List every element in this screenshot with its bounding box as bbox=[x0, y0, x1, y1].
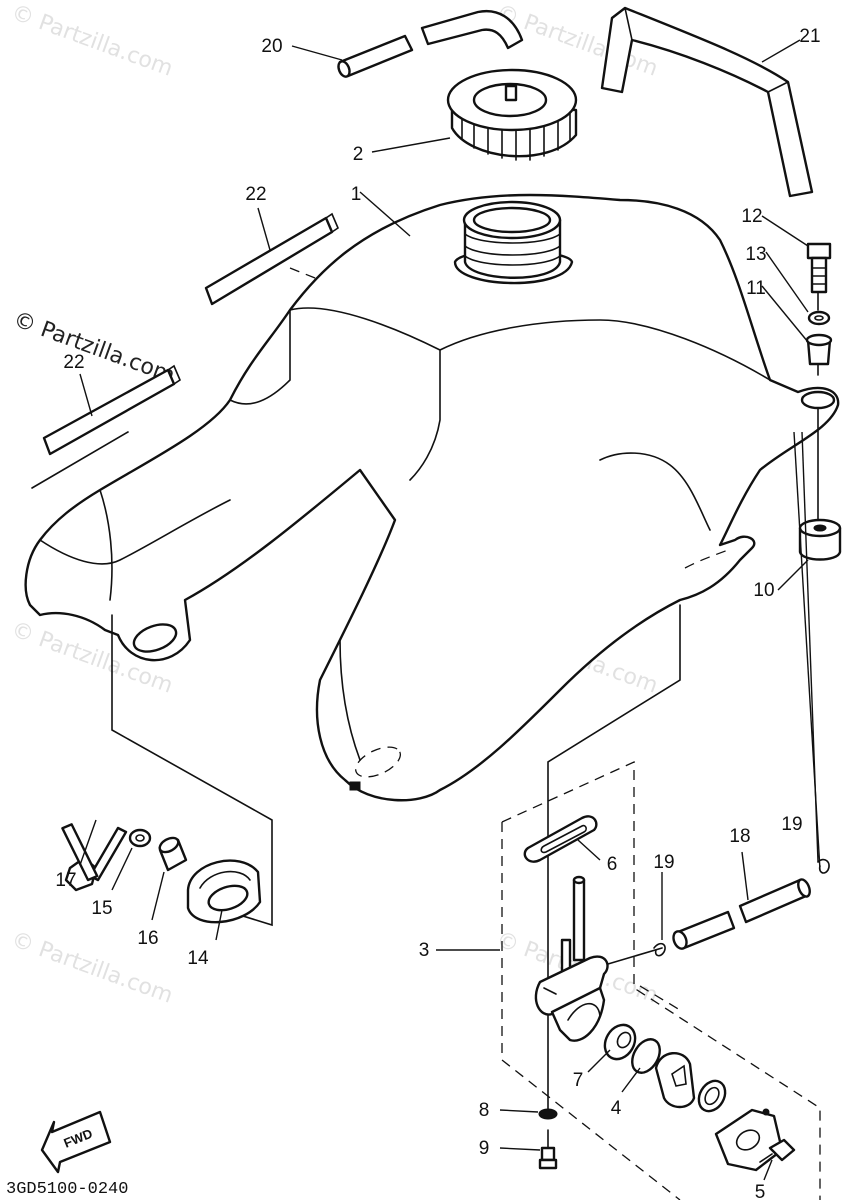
spacer-16 bbox=[158, 836, 188, 872]
callout-18: 18 bbox=[729, 826, 750, 847]
washer-8 bbox=[538, 1108, 558, 1120]
callout-22b: 22 bbox=[63, 352, 84, 373]
diaphragm-7 bbox=[603, 1023, 637, 1061]
callout-7: 7 bbox=[573, 1070, 584, 1091]
callout-20: 20 bbox=[261, 36, 282, 57]
clip-19a bbox=[653, 942, 666, 957]
callout-13: 13 bbox=[745, 244, 766, 265]
callout-16: 16 bbox=[137, 928, 158, 949]
damper-10 bbox=[798, 518, 842, 561]
watermark-strong: © Partzilla.com bbox=[10, 307, 178, 389]
callout-leaders bbox=[79, 39, 821, 1181]
washer-15 bbox=[128, 828, 152, 848]
collar-11 bbox=[805, 333, 833, 366]
callout-3: 3 bbox=[419, 940, 430, 961]
screw-5 bbox=[759, 1138, 796, 1163]
callout-9: 9 bbox=[479, 1138, 490, 1159]
fuel-hose-18 bbox=[607, 878, 811, 965]
assembly-lines bbox=[111, 289, 821, 1200]
callout-10: 10 bbox=[753, 580, 774, 601]
fuel-cap-2 bbox=[446, 68, 578, 161]
callout-1: 1 bbox=[351, 184, 362, 205]
watermark: © Partzilla.com bbox=[8, 0, 176, 82]
cock-lever bbox=[654, 1052, 696, 1109]
callout-8: 8 bbox=[479, 1100, 490, 1121]
callout-4: 4 bbox=[611, 1098, 622, 1119]
foam-strip-22a bbox=[204, 212, 339, 306]
washer-13 bbox=[807, 310, 831, 326]
strap-21 bbox=[600, 6, 814, 198]
grommet-14 bbox=[186, 859, 262, 924]
gasket-6 bbox=[523, 815, 598, 863]
callout-14: 14 bbox=[187, 948, 209, 969]
callout-19a: 19 bbox=[653, 852, 674, 873]
callout-12: 12 bbox=[741, 206, 762, 227]
callout-17: 17 bbox=[55, 870, 76, 891]
callout-6: 6 bbox=[607, 854, 618, 875]
callout-11: 11 bbox=[746, 278, 766, 299]
callout-15: 15 bbox=[91, 898, 112, 919]
callout-22a: 22 bbox=[245, 184, 266, 205]
callout-labels: 20 2 21 1 22 22 12 13 11 10 17 15 16 14 … bbox=[55, 26, 820, 1200]
callout-2: 2 bbox=[353, 144, 364, 165]
screw-9 bbox=[538, 1129, 558, 1170]
callout-21: 21 bbox=[799, 26, 820, 47]
callout-19b: 19 bbox=[781, 814, 802, 835]
cock-seal bbox=[697, 1079, 727, 1113]
breather-hose-20 bbox=[337, 9, 524, 78]
fwd-arrow-icon: FWD bbox=[40, 1110, 112, 1174]
clip-19b bbox=[817, 858, 830, 874]
callout-5: 5 bbox=[755, 1182, 766, 1200]
fuel-cock-3 bbox=[534, 875, 609, 1042]
drawing-code: 3GD5100-0240 bbox=[6, 1180, 128, 1199]
foam-strip-22b bbox=[31, 364, 181, 489]
fuel-tank-1 bbox=[24, 193, 840, 802]
bolt-17 bbox=[61, 823, 128, 892]
bolt-12 bbox=[806, 242, 832, 294]
